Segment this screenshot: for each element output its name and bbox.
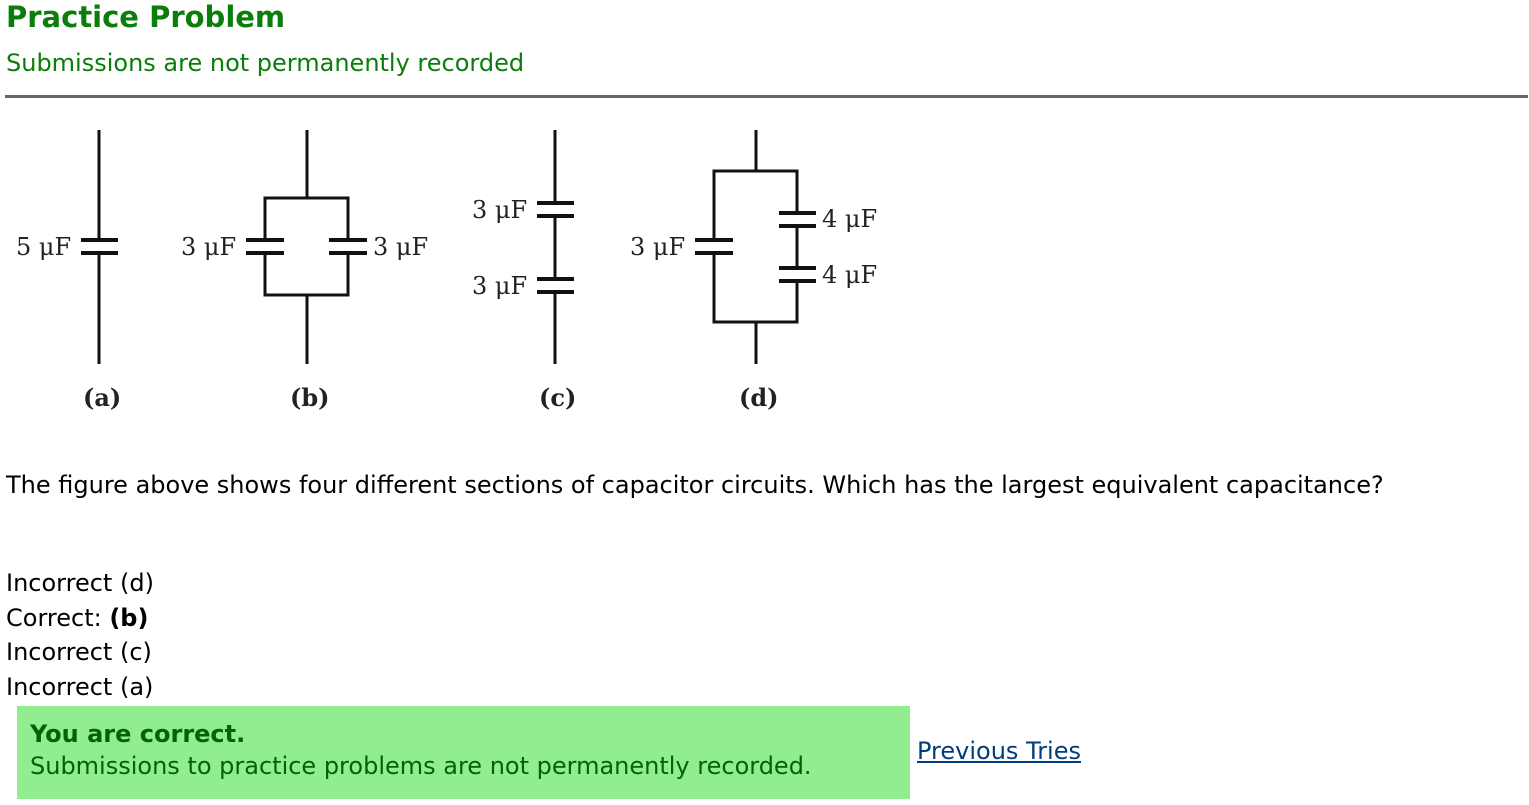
answer-status: Incorrect (6, 638, 113, 666)
capacitor-label: 3 μF (181, 233, 236, 261)
page-title: Practice Problem (6, 0, 286, 34)
capacitor-circuits-figure: 5 μF (a) 3 μF 3 μF (b) 3 μF 3 μF (c) 3 μ… (16, 130, 877, 412)
answer-row: Correct: (b) (6, 601, 154, 636)
circuit-c: 3 μF 3 μF (c) (472, 130, 576, 412)
answer-status: Incorrect (6, 569, 113, 597)
previous-tries-link[interactable]: Previous Tries (917, 737, 1081, 765)
feedback-box: You are correct. Submissions to practice… (17, 706, 910, 799)
capacitor-label: 5 μF (16, 233, 71, 261)
circuit-caption: (a) (83, 383, 121, 412)
answer-row: Incorrect (d) (6, 566, 154, 601)
capacitor-label: 4 μF (822, 261, 877, 289)
circuit-caption: (b) (290, 383, 330, 412)
answer-row: Incorrect (a) (6, 670, 154, 705)
circuit-caption: (c) (539, 383, 576, 412)
answer-choice: (d) (119, 569, 154, 597)
question-text: The figure above shows four different se… (6, 471, 1384, 499)
circuit-d: 3 μF 4 μF 4 μF (d) (630, 130, 877, 412)
answer-choice: (a) (119, 672, 154, 701)
capacitor-label: 3 μF (472, 196, 527, 224)
answer-status: Incorrect (6, 672, 113, 701)
capacitor-label: 3 μF (472, 272, 527, 300)
answer-choice: (b) (109, 603, 149, 632)
previous-answers: Incorrect (d) Correct: (b) Incorrect (c)… (6, 566, 154, 704)
circuit-b: 3 μF 3 μF (b) (181, 130, 428, 412)
answer-row: Incorrect (c) (6, 635, 154, 670)
capacitor-label: 4 μF (822, 205, 877, 233)
divider (5, 95, 1528, 98)
feedback-message: Submissions to practice problems are not… (30, 752, 812, 780)
circuit-caption: (d) (739, 383, 779, 412)
capacitor-label: 3 μF (630, 233, 685, 261)
answer-choice: (c) (119, 638, 152, 666)
answer-status: Correct: (6, 603, 102, 632)
page-subtitle: Submissions are not permanently recorded (6, 49, 525, 77)
circuit-a: 5 μF (a) (16, 130, 121, 412)
capacitor-label: 3 μF (373, 233, 428, 261)
feedback-heading: You are correct. (30, 720, 246, 748)
